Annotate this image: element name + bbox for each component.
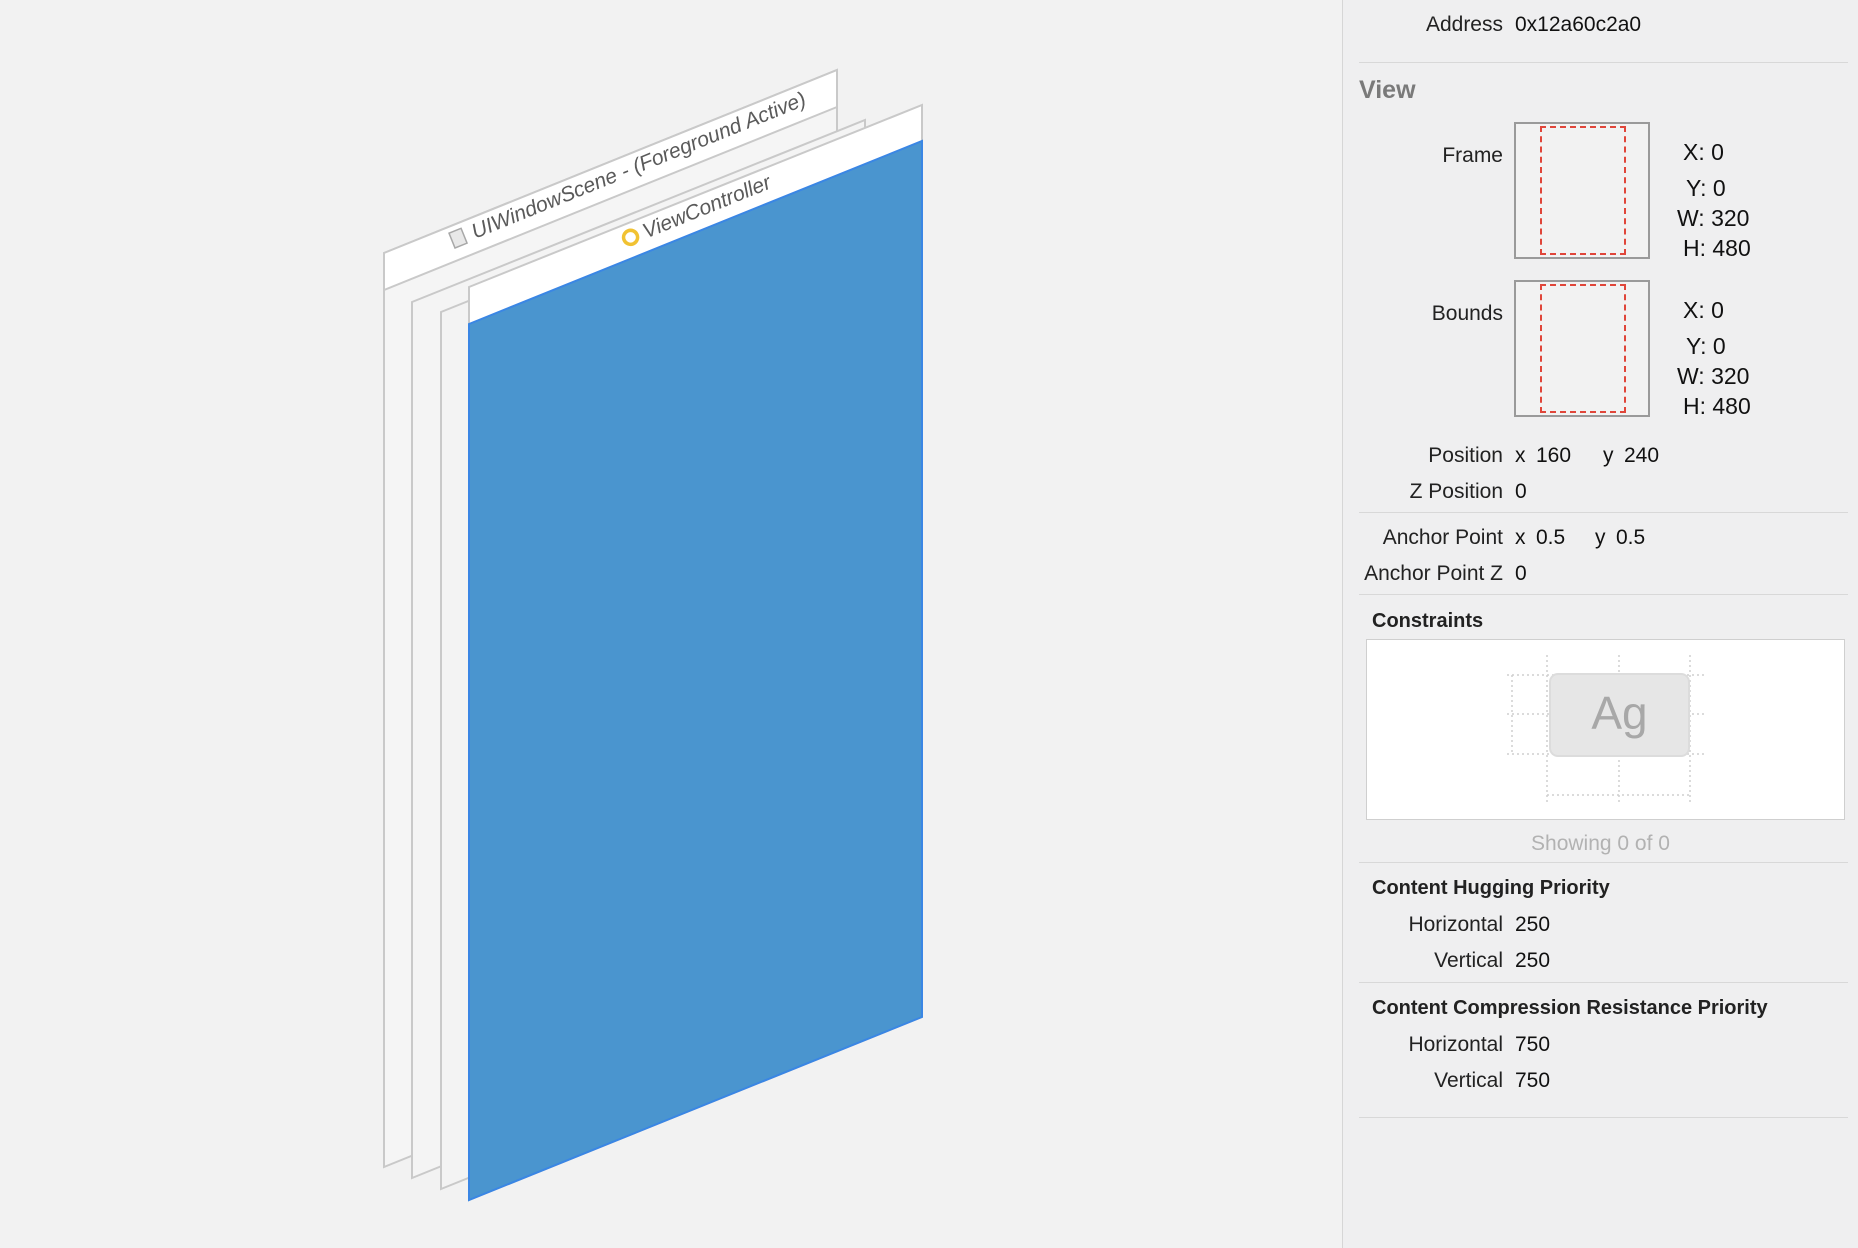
- constraints-preview: Ag: [1366, 639, 1845, 820]
- hugging-vertical-value: 250: [1515, 949, 1551, 972]
- constraints-preview-text: Ag: [1591, 687, 1648, 739]
- attributes-inspector: Address 0x12a60c2a0 View Frame X: 0 Y: 0…: [1343, 0, 1858, 1248]
- separator: [1359, 594, 1848, 595]
- anchor-point-label: Anchor Point: [1382, 526, 1503, 549]
- z-position-value: 0: [1515, 480, 1527, 503]
- position-label: Position: [1428, 444, 1503, 467]
- position-x-value: 160: [1536, 444, 1572, 467]
- hugging-horizontal-label: Horizontal: [1408, 913, 1503, 936]
- anchor-point-y-value: 0.5: [1616, 526, 1646, 549]
- bounds-label: Bounds: [1431, 302, 1503, 325]
- frame-dashed-rect: [1540, 126, 1626, 255]
- anchor-point-y-label: y: [1595, 526, 1606, 549]
- blue-view-plane[interactable]: [468, 139, 923, 1202]
- bounds-diagram: [1514, 280, 1650, 417]
- bounds-w: W: 320: [1677, 363, 1750, 389]
- address-label: Address: [1425, 13, 1503, 36]
- compression-vertical-label: Vertical: [1434, 1069, 1503, 1092]
- separator: [1359, 862, 1848, 863]
- position-y-value: 240: [1624, 444, 1660, 467]
- panel-divider[interactable]: [1342, 0, 1343, 1248]
- frame-diagram: [1514, 122, 1650, 259]
- anchor-point-z-label: Anchor Point Z: [1364, 562, 1503, 585]
- z-position-label: Z Position: [1409, 480, 1503, 503]
- frame-h: H: 480: [1683, 235, 1751, 261]
- separator: [1359, 1117, 1848, 1118]
- frame-x: X: 0: [1683, 139, 1724, 165]
- position-x-label: x: [1515, 444, 1526, 467]
- anchor-point-z-value: 0: [1515, 562, 1527, 585]
- hugging-vertical-label: Vertical: [1434, 949, 1503, 972]
- address-value: 0x12a60c2a0: [1515, 13, 1642, 36]
- anchor-point-x-value: 0.5: [1536, 526, 1566, 549]
- compression-horizontal-label: Horizontal: [1408, 1033, 1503, 1056]
- frame-y: Y: 0: [1686, 175, 1726, 201]
- frame-w: W: 320: [1677, 205, 1750, 231]
- view-section-title: View: [1359, 76, 1416, 104]
- content-compression-title: Content Compression Resistance Priority: [1372, 997, 1768, 1019]
- bounds-y: Y: 0: [1686, 333, 1726, 359]
- view-controller-layer[interactable]: [468, 103, 923, 1202]
- bounds-h: H: 480: [1683, 393, 1751, 419]
- position-y-label: y: [1603, 444, 1614, 467]
- separator: [1359, 512, 1848, 513]
- bounds-x: X: 0: [1683, 297, 1724, 323]
- separator: [1359, 62, 1848, 63]
- constraints-sample-view: [1549, 673, 1690, 757]
- constraints-showing-count: Showing 0 of 0: [1531, 832, 1670, 855]
- view-controller-icon: [621, 228, 640, 247]
- anchor-point-x-label: x: [1515, 526, 1526, 549]
- constraints-title: Constraints: [1372, 610, 1484, 632]
- view-hierarchy-canvas[interactable]: UIWindowScene - (Foreground Active) View…: [0, 0, 1342, 1248]
- separator: [1359, 982, 1848, 983]
- window-scene-icon: [448, 227, 469, 249]
- hugging-horizontal-value: 250: [1515, 913, 1551, 936]
- bounds-dashed-rect: [1540, 284, 1626, 413]
- compression-vertical-value: 750: [1515, 1069, 1551, 1092]
- view-hierarchy-3d[interactable]: UIWindowScene - (Foreground Active) View…: [0, 0, 1342, 1248]
- frame-label: Frame: [1442, 144, 1503, 167]
- compression-horizontal-value: 750: [1515, 1033, 1551, 1056]
- content-hugging-title: Content Hugging Priority: [1372, 877, 1610, 899]
